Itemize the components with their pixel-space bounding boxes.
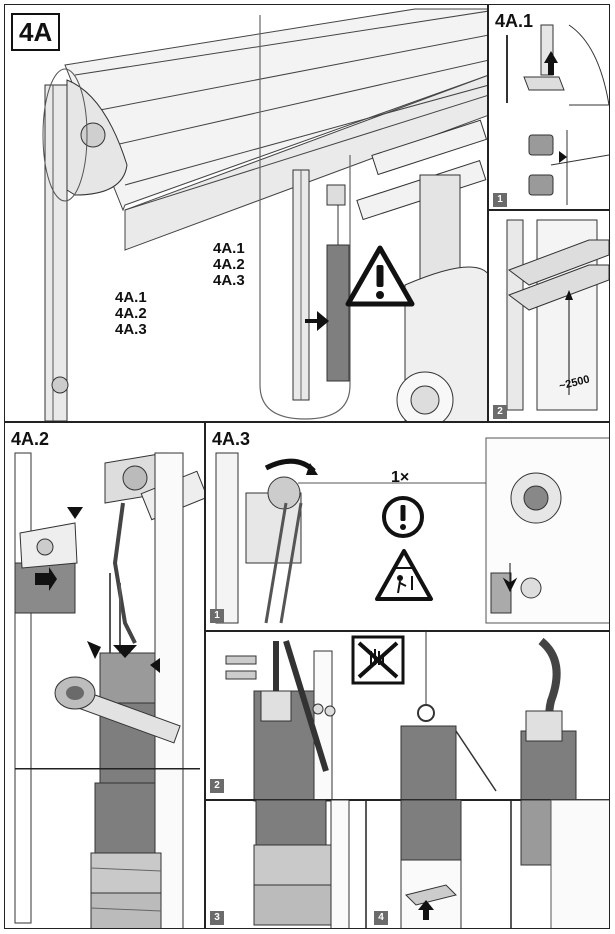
step-number: 4 <box>374 911 388 925</box>
door-illustration <box>42 8 487 421</box>
ref-item: 4A.1 <box>115 289 147 306</box>
panel-4a1: 4A.1 1 ~2500 2 <box>488 4 610 422</box>
step-number: 1 <box>493 193 507 207</box>
ref-item: 4A.3 <box>213 272 245 289</box>
lifting-hook-illustration <box>14 452 204 928</box>
caution-circle-icon <box>382 496 424 538</box>
ref-item: 4A.3 <box>115 321 147 338</box>
warning-triangle-icon <box>345 245 415 307</box>
step-number: 3 <box>210 911 224 925</box>
block-attachment-illustration <box>225 631 577 802</box>
step-number: 1 <box>210 609 224 623</box>
push-arrow <box>317 311 329 331</box>
step-number: 2 <box>210 779 224 793</box>
panel-label: 4A.2 <box>11 429 50 449</box>
quantity-label: 1× <box>391 469 410 486</box>
panel-4a3: 4A.3 1× 1 <box>205 422 610 929</box>
hand-crush-warning-icon <box>351 635 405 685</box>
ref-item: 4A.2 <box>213 256 245 273</box>
ref-item: 4A.1 <box>213 240 245 257</box>
reference-list-right: 4A.1 4A.2 4A.3 <box>213 241 245 289</box>
panel-4a: 4A <box>4 4 488 422</box>
bracket-detail-mid <box>528 130 609 205</box>
reference-list-left: 4A.1 4A.2 4A.3 <box>115 290 147 338</box>
falling-object-warning-icon <box>375 549 433 601</box>
shutter-slats <box>64 8 487 251</box>
support-block-illustration <box>253 799 609 928</box>
ref-item: 4A.2 <box>115 305 147 322</box>
forklift <box>356 119 487 421</box>
step-number: 2 <box>493 405 507 419</box>
bracket-detail-top <box>506 24 609 106</box>
bracket-detail-bottom <box>506 219 609 411</box>
panel-label: 4A <box>11 13 61 51</box>
panel-4a2: 4A.2 <box>4 422 205 929</box>
spring-tensioning-illustration <box>215 437 609 624</box>
panel-label: 4A.1 <box>495 11 534 31</box>
panel-label: 4A.3 <box>212 429 251 449</box>
